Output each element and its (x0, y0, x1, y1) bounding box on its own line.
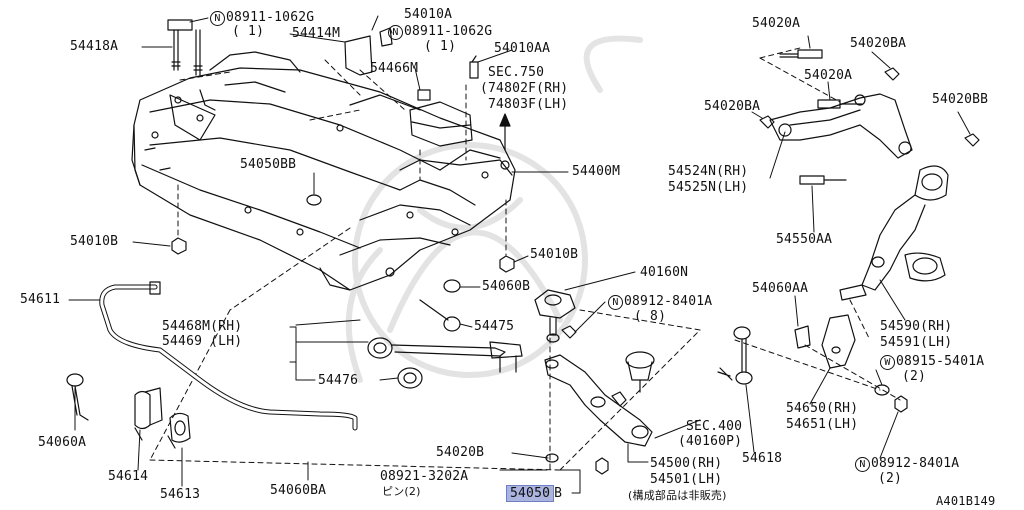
label-54020A-top[interactable]: 54020A (752, 16, 801, 31)
bolt-54060A (66, 373, 89, 421)
label-54010A[interactable]: 54010A (404, 7, 453, 22)
stabilizer-bushings (134, 387, 191, 449)
label-54020BB[interactable]: 54020BB (932, 92, 989, 107)
watermark (345, 35, 643, 383)
label-74803F: 74803F(LH) (488, 97, 569, 112)
highlighted-part: 54050 (506, 485, 555, 502)
label-54414M[interactable]: 54414M (292, 26, 341, 41)
lower-arm-54500 (544, 354, 653, 475)
arrow-sec750 (499, 113, 511, 151)
label-54010B-left[interactable]: 54010B (70, 234, 119, 249)
shield-54466M (409, 55, 479, 147)
hardware-right (874, 384, 908, 413)
label-54614[interactable]: 54614 (108, 469, 149, 484)
ball-joint-sec400 (625, 351, 655, 393)
label-54525N[interactable]: 54525N(LH) (668, 180, 749, 195)
qty-08911-1062G-a: ( 1) (232, 24, 265, 39)
qty-08912-8401A-b: (2) (878, 471, 903, 486)
label-54020BA-left[interactable]: 54020BA (704, 99, 761, 114)
upper-bolts (759, 49, 980, 185)
bracket-54414M (344, 27, 393, 76)
n-symbol-icon: N (210, 11, 225, 26)
label-54020A-mid[interactable]: 54020A (804, 68, 853, 83)
part-number: 08915-5401A (896, 354, 985, 369)
n-symbol-icon: N (608, 295, 623, 310)
label-54618[interactable]: 54618 (742, 451, 783, 466)
stabilizer-bar-54611 (99, 281, 358, 431)
label-54010B-mid[interactable]: 54010B (530, 247, 579, 262)
n-symbol-icon: N (388, 25, 403, 40)
bolts-54418A (167, 19, 203, 76)
label-54020BA-top[interactable]: 54020BA (850, 36, 907, 51)
label-54476[interactable]: 54476 (318, 373, 359, 388)
label-54590[interactable]: 54590(RH) (880, 319, 953, 334)
label-54060B[interactable]: 54060B (482, 279, 531, 294)
part-suffix: B (554, 486, 563, 501)
label-54591[interactable]: 54591(LH) (880, 335, 953, 350)
bracket-54650 (794, 314, 856, 369)
hardware-subframe (171, 194, 515, 332)
label-54469[interactable]: 54469 (LH) (162, 334, 243, 349)
qty-08911-1062G-b: ( 1) (424, 39, 457, 54)
part-number: 08912-8401A (624, 294, 713, 309)
part-number: 08912-8401A (871, 456, 960, 471)
knuckle-54590 (839, 165, 949, 301)
label-54611[interactable]: 54611 (20, 292, 61, 307)
label-08921-3202A[interactable]: 08921-3202A (380, 469, 469, 484)
label-54466M[interactable]: 54466M (370, 61, 419, 76)
label-54524N[interactable]: 54524N(RH) (668, 164, 749, 179)
label-54550AA[interactable]: 54550AA (776, 232, 833, 247)
label-40160P: (40160P) (678, 434, 743, 449)
label-not-sold: (構成部品は非販売) (628, 489, 727, 502)
stabilizer-link-54618 (717, 326, 753, 385)
w-symbol-icon: W (880, 355, 895, 370)
part-number: 08911-1062G (404, 24, 493, 39)
label-54010AA[interactable]: 54010AA (494, 41, 551, 56)
part-number: 08911-1062G (226, 10, 315, 25)
qty-08912-8401A-a: ( 8) (634, 309, 667, 324)
label-sec400[interactable]: SEC.400 (686, 419, 743, 434)
label-54418A[interactable]: 54418A (70, 39, 119, 54)
label-54060BA[interactable]: 54060BA (270, 483, 327, 498)
ball-joint-40160N (534, 289, 577, 343)
label-54500[interactable]: 54500(RH) (650, 456, 723, 471)
label-pin-qty: ピン(2) (382, 485, 421, 498)
leader-lines (68, 15, 971, 494)
label-54020B[interactable]: 54020B (436, 445, 485, 460)
label-54060AA[interactable]: 54060AA (752, 281, 809, 296)
n-symbol-icon: N (855, 457, 870, 472)
label-54050BB[interactable]: 54050BB (240, 157, 297, 172)
label-40160N[interactable]: 40160N (640, 265, 689, 280)
front-subframe (131, 51, 516, 291)
label-sec750[interactable]: SEC.750 (488, 65, 545, 80)
label-54400M[interactable]: 54400M (572, 164, 621, 179)
label-54613[interactable]: 54613 (160, 487, 201, 502)
label-54475[interactable]: 54475 (474, 319, 515, 334)
qty-08915-5401A: (2) (902, 369, 927, 384)
label-54468M[interactable]: 54468M(RH) (162, 319, 243, 334)
label-54060A[interactable]: 54060A (38, 435, 87, 450)
label-54650[interactable]: 54650(RH) (786, 401, 859, 416)
label-54651[interactable]: 54651(LH) (786, 417, 859, 432)
label-74802F: (74802F(RH) (480, 81, 569, 96)
label-54501[interactable]: 54501(LH) (650, 472, 723, 487)
tension-rod-54468M (367, 337, 523, 389)
assembly-lines (149, 47, 901, 471)
figure-id: A401B149 (936, 494, 996, 508)
